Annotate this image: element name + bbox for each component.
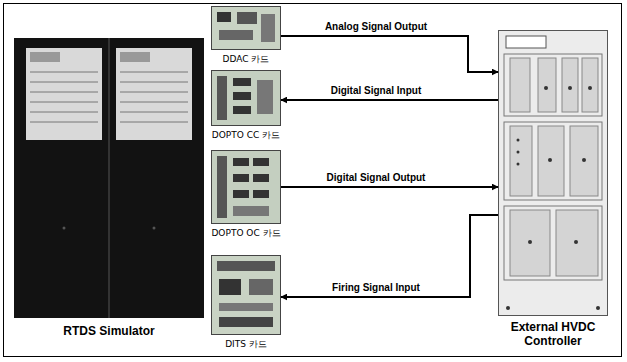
dopto-oc-card — [211, 150, 281, 224]
signal-arrow — [281, 99, 498, 101]
simulator-label: RTDS Simulator — [14, 324, 204, 338]
signal-label: Digital Signal Output — [325, 172, 428, 183]
controller-label: External HVDC Controller — [492, 320, 614, 348]
ddac-card — [211, 6, 281, 50]
dits-card — [211, 255, 281, 335]
illustration-slot — [211, 150, 281, 224]
signal-label: Digital Signal Input — [329, 85, 424, 96]
illustration-slot — [211, 255, 281, 335]
illustration-slot — [211, 70, 281, 126]
card-label: DDAC 카드 — [200, 53, 292, 66]
card-label: DOPTO OC 카드 — [200, 227, 292, 240]
card-label: DITS 카드 — [200, 338, 292, 351]
rtds-cabinet — [14, 38, 204, 318]
card-node: DITS 카드 — [200, 255, 292, 351]
illustration-slot — [211, 6, 281, 50]
card-node: DDAC 카드 — [200, 6, 292, 66]
simulator-node: RTDS Simulator — [14, 38, 204, 338]
signal-label: Firing Signal Input — [330, 282, 422, 293]
card-node: DOPTO OC 카드 — [200, 150, 292, 240]
illustration-slot — [498, 30, 608, 316]
dopto-cc-card — [211, 70, 281, 126]
signal-label: Analog Signal Output — [323, 21, 429, 32]
card-label: DOPTO CC 카드 — [200, 129, 292, 142]
controller-node: External HVDC Controller — [492, 30, 614, 348]
signal-arrow — [281, 36, 498, 72]
hvdc-controller-cabinet — [498, 30, 608, 316]
illustration-slot — [14, 38, 204, 318]
signal-arrow — [281, 186, 498, 188]
card-node: DOPTO CC 카드 — [200, 70, 292, 142]
signal-arrow — [281, 215, 498, 297]
